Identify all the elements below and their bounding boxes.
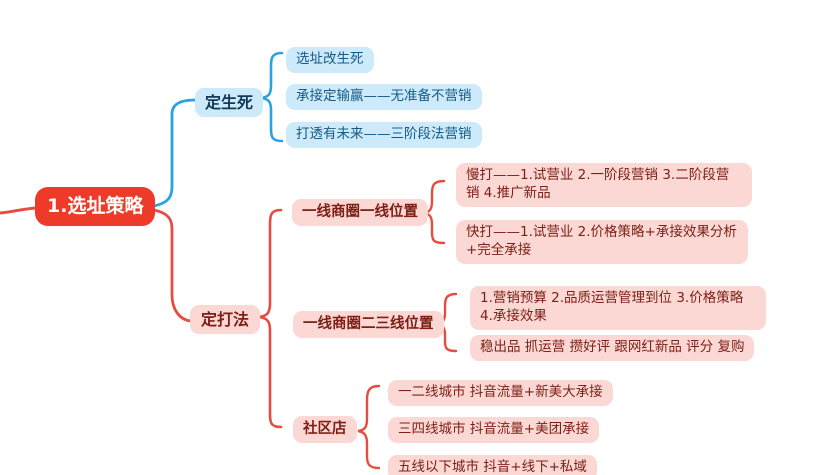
mindmap-leaf-node-tier5-below-cities[interactable]: 五线以下城市 抖音+线下+私域 (388, 455, 597, 475)
brace-community-store-children (357, 384, 381, 470)
mindmap-branch-node-life-or-death[interactable]: 定生死 (195, 88, 264, 118)
mindmap-sub-node-tier1-district-tier23-location[interactable]: 一线商圈二三线位置 (293, 311, 444, 339)
mindmap-leaf-node-fast-play[interactable]: 快打——1.试营业 2.价格策略+承接效果分析+完全承接 (456, 220, 748, 264)
mindmap-root-node[interactable]: 1.选址策略 (35, 187, 156, 227)
connector-root-to-branch-1 (152, 98, 197, 208)
brace-branch-2-children (258, 208, 283, 429)
mindmap-leaf-node-location-decides[interactable]: 选址改生死 (286, 47, 374, 73)
mindmap-leaf-node-tier12-cities[interactable]: 一二线城市 抖音流量+新美大承接 (388, 380, 613, 406)
mindmap-leaf-node-reception-decides[interactable]: 承接定输赢——无准备不营销 (286, 84, 482, 110)
brace-branch-1-children (260, 51, 284, 143)
connector-entry-line (0, 206, 38, 215)
mindmap-leaf-node-slow-play[interactable]: 慢打——1.试营业 2.一阶段营销 3.二阶段营销 4.推广新品 (456, 163, 752, 207)
mindmap-leaf-node-tier34-cities[interactable]: 三四线城市 抖音流量+美团承接 (388, 417, 600, 443)
mindmap-leaf-node-marketing-budget[interactable]: 1.营销预算 2.品质运营管理到位 3.价格策略 4.承接效果 (470, 286, 766, 330)
connector-root-to-branch-2 (152, 208, 193, 323)
mindmap-sub-node-tier1-district-tier1-location[interactable]: 一线商圈一线位置 (292, 199, 428, 227)
mindmap-leaf-node-three-stage-marketing[interactable]: 打透有未来——三阶段法营销 (286, 122, 482, 148)
mindmap-branch-node-tactics[interactable]: 定打法 (190, 305, 261, 335)
mindmap-leaf-node-stable-output[interactable]: 稳出品 抓运营 攒好评 跟网红新品 评分 复购 (470, 335, 755, 361)
mindmap-sub-node-community-store[interactable]: 社区店 (293, 416, 357, 444)
